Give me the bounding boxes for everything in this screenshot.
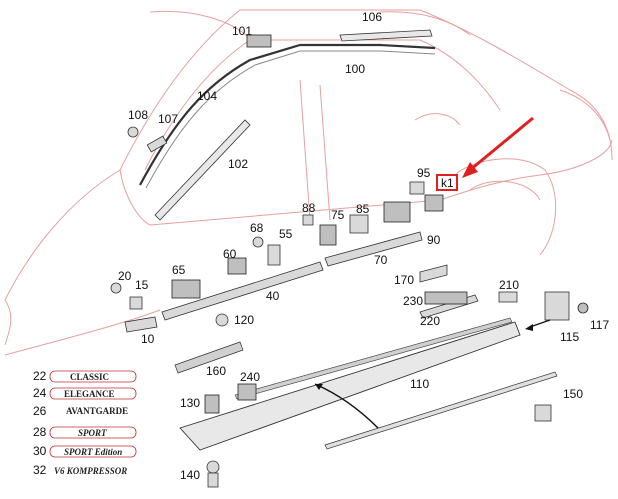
car-outline: [4, 9, 613, 356]
emblem-v6-kompressor: V6 KOMPRESSOR: [54, 466, 127, 476]
callout-55: 55: [279, 227, 293, 241]
callout-102: 102: [228, 157, 248, 171]
callout-150: 150: [563, 387, 583, 401]
highlight-label-box[interactable]: k1: [436, 174, 458, 191]
callout-108: 108: [128, 108, 148, 122]
callout-117: 117: [590, 318, 609, 332]
emblem-num-32: 32: [33, 463, 47, 477]
direction-arrows: [314, 319, 551, 429]
small-parts: [110, 34, 589, 488]
highlight-arrow: [462, 116, 534, 178]
callout-160: 160: [206, 364, 226, 378]
callout-220: 220: [420, 314, 440, 328]
callout-85: 85: [356, 202, 370, 216]
callout-40: 40: [266, 289, 280, 303]
emblem-elegance: ELEGANCE: [64, 389, 115, 399]
emblem-list: 22 CLASSIC 24 ELEGANCE 26 AVANTGARDE 28 …: [33, 369, 137, 477]
emblem-sport-edition: SPORT Edition: [64, 447, 122, 457]
callout-15: 15: [135, 278, 149, 292]
window-trims: [139, 29, 436, 221]
emblem-num-26: 26: [33, 404, 47, 418]
emblem-num-24: 24: [33, 386, 47, 400]
callout-230: 230: [403, 294, 423, 308]
emblem-num-28: 28: [33, 425, 47, 439]
callout-70: 70: [374, 253, 388, 267]
callout-90: 90: [427, 233, 441, 247]
callout-101: 101: [232, 24, 252, 38]
emblem-avantgarde: AVANTGARDE: [66, 406, 128, 416]
callout-210: 210: [499, 278, 519, 292]
callout-130: 130: [180, 396, 200, 410]
callout-65: 65: [172, 263, 186, 277]
callout-labels: 106 101 100 104 108 107 102 95 88 75 85 …: [118, 10, 609, 482]
callout-68: 68: [250, 221, 264, 235]
callout-88: 88: [302, 201, 316, 215]
callout-104: 104: [197, 89, 217, 103]
highlight-callout: k1: [441, 176, 454, 190]
callout-100: 100: [345, 62, 365, 76]
callout-10: 10: [141, 332, 155, 346]
callout-106: 106: [362, 10, 382, 24]
callout-75: 75: [331, 208, 345, 222]
callout-120: 120: [234, 313, 254, 327]
callout-95: 95: [417, 166, 431, 180]
door-mouldings: [124, 231, 558, 451]
callout-240: 240: [240, 370, 260, 384]
callout-60: 60: [223, 247, 237, 261]
emblem-sport: SPORT: [78, 428, 107, 438]
callout-20: 20: [118, 269, 132, 283]
callout-115: 115: [560, 330, 579, 344]
callout-110: 110: [410, 377, 429, 391]
callout-107: 107: [158, 112, 178, 126]
emblem-classic: CLASSIC: [70, 372, 109, 382]
emblem-num-22: 22: [33, 369, 47, 383]
callout-140: 140: [180, 468, 200, 482]
callout-170: 170: [394, 273, 414, 287]
emblem-num-30: 30: [33, 444, 47, 458]
